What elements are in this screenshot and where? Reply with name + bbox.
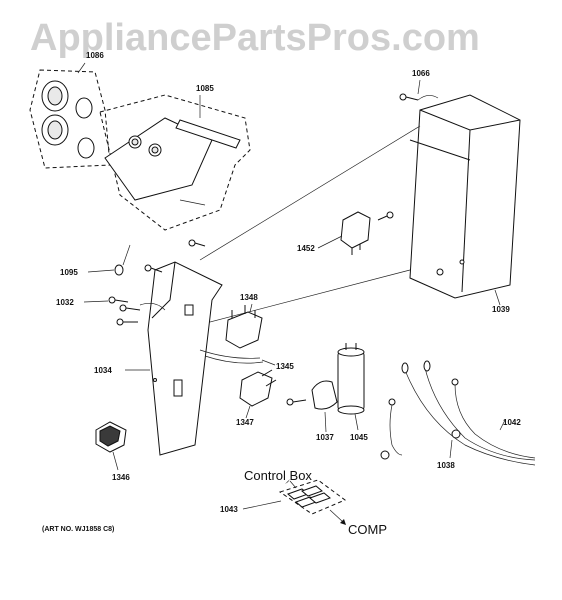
bracket-panel-1034 bbox=[147, 261, 223, 456]
callout-1043: 1043 bbox=[220, 505, 238, 514]
ground-1038 bbox=[380, 398, 461, 460]
knobs-dashed-outline bbox=[29, 69, 111, 169]
screws-left bbox=[108, 239, 206, 326]
switch-1347 bbox=[239, 369, 277, 407]
callout-1086: 1086 bbox=[86, 51, 104, 60]
control-panel bbox=[104, 117, 213, 201]
art-number: (ART NO. WJ1858 C8) bbox=[42, 526, 114, 533]
capacitor-bracket bbox=[311, 380, 338, 410]
label-set-1043 bbox=[278, 479, 347, 515]
panel-strip bbox=[175, 119, 241, 149]
callout-1095: 1095 bbox=[60, 268, 78, 277]
callout-1085: 1085 bbox=[196, 84, 214, 93]
screw-1066 bbox=[399, 93, 439, 101]
callout-1345: 1345 bbox=[276, 362, 294, 371]
callout-1347: 1347 bbox=[236, 418, 254, 427]
callout-1045: 1045 bbox=[350, 433, 368, 442]
knob-shaft-upper bbox=[75, 97, 93, 119]
callout-1039: 1039 bbox=[492, 305, 510, 314]
relay-body bbox=[340, 211, 371, 249]
wires-1345 bbox=[199, 349, 264, 364]
watermark-text: AppliancePartsPros.com bbox=[30, 17, 480, 59]
capacitor-1045 bbox=[337, 343, 365, 415]
control-box-label: Control Box bbox=[244, 468, 312, 483]
callout-1066: 1066 bbox=[412, 69, 430, 78]
callout-1346: 1346 bbox=[112, 473, 130, 482]
switch-1348 bbox=[225, 305, 263, 349]
rocker-1346 bbox=[95, 421, 127, 453]
callout-1452: 1452 bbox=[297, 244, 315, 253]
panel-dashed-outline bbox=[99, 94, 251, 231]
callout-1348: 1348 bbox=[240, 293, 258, 302]
control-panel-group bbox=[99, 94, 251, 231]
knobs-group bbox=[29, 69, 111, 169]
callout-1034: 1034 bbox=[94, 366, 112, 375]
callout-1037: 1037 bbox=[316, 433, 334, 442]
clip-1095 bbox=[114, 244, 131, 276]
switch-1348-body bbox=[225, 311, 263, 349]
switch-1347-body bbox=[239, 371, 273, 407]
callout-1042: 1042 bbox=[503, 418, 521, 427]
comp-label: COMP bbox=[348, 522, 387, 537]
capacitor-body bbox=[337, 351, 365, 411]
harness-1042 bbox=[401, 360, 536, 466]
control-box-housing bbox=[409, 94, 521, 299]
bracket-1037 bbox=[286, 380, 338, 410]
housing-body bbox=[409, 94, 521, 299]
knob-shaft-lower bbox=[77, 137, 95, 159]
bracket-panel bbox=[147, 261, 223, 456]
relay-1452 bbox=[340, 211, 394, 255]
callout-1038: 1038 bbox=[437, 461, 455, 470]
callout-1032: 1032 bbox=[56, 298, 74, 307]
